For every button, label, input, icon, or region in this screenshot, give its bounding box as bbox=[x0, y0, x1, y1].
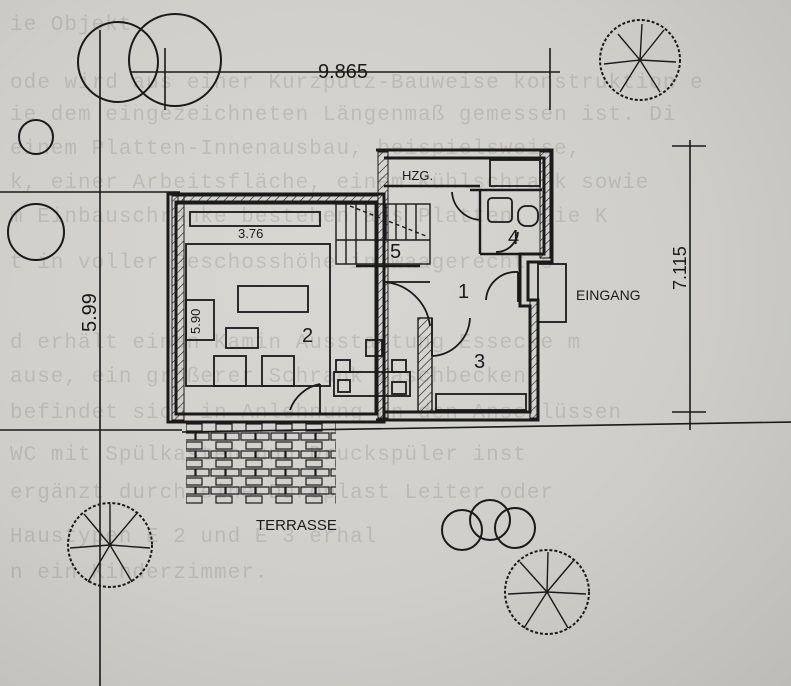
bleed-line: ode wird aus einer Kurzputz-Bauweise kon… bbox=[10, 72, 704, 95]
stairs bbox=[335, 203, 431, 265]
dimension-lines bbox=[0, 30, 791, 686]
living-depth-label: 5.90 bbox=[188, 309, 203, 334]
trees bbox=[7, 13, 681, 635]
living-width-label: 3.76 bbox=[238, 226, 263, 241]
bleed-line: ie Objekt bbox=[10, 14, 133, 37]
exterior-walls bbox=[166, 148, 554, 424]
doors bbox=[289, 191, 567, 414]
room-5-number: 5 bbox=[390, 241, 401, 263]
room-3-number: 3 bbox=[474, 351, 485, 373]
bleed-line: m Einbauschränke bestehen aus Platten. D… bbox=[10, 206, 609, 229]
tree-branches bbox=[69, 23, 677, 629]
overall-depth-left-label: 5.99 bbox=[79, 293, 101, 332]
bleed-line: d erhält einen Kamin Ausstattung Essecke… bbox=[10, 332, 582, 355]
living-furniture bbox=[185, 211, 527, 411]
entrance-label: EINGANG bbox=[576, 287, 641, 303]
overall-width-label: 9.865 bbox=[318, 61, 368, 83]
bathroom-fixtures bbox=[487, 159, 541, 227]
room-4-number: 4 bbox=[508, 227, 519, 249]
room-1-number: 1 bbox=[458, 281, 469, 303]
interior-walls bbox=[356, 184, 542, 413]
heating-room-label: HZG. bbox=[402, 168, 433, 183]
terrace-paving bbox=[186, 422, 336, 504]
bleed-line: Haustypen E 2 und E 3 erhal bbox=[10, 526, 378, 549]
bleed-line: t in voller Geschosshöhe in waagerecht s bbox=[10, 252, 555, 275]
room-2-number: 2 bbox=[302, 325, 313, 347]
bleed-line: ie dem eingezeichneten Längenmaß gemesse… bbox=[10, 104, 677, 127]
overall-depth-right-label: 7.115 bbox=[670, 246, 690, 290]
plan-labels: 9.865 5.99 7.115 3.76 5.90 2 1 3 4 5 HZG… bbox=[79, 61, 690, 534]
bleed-line: einem Platten-Innenausbau, beispielsweis… bbox=[10, 138, 582, 161]
terrace-label: TERRASSE bbox=[256, 517, 337, 534]
